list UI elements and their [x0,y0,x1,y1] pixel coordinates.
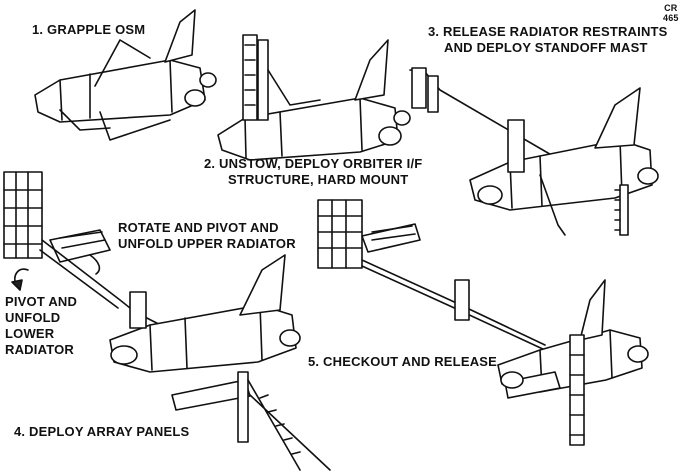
upper-radiator-note-line-2: UNFOLD UPPER RADIATOR [118,236,296,251]
figure-id-line-2: 465 [663,13,679,23]
figure-id-tag: CR 465 [663,3,679,23]
step-3-line-2: AND DEPLOY STANDOFF MAST [444,40,648,55]
upper-radiator-note: ROTATE AND PIVOT AND UNFOLD UPPER RADIAT… [118,220,296,252]
step-2-label: 2. UNSTOW, DEPLOY ORBITER I/F STRUCTURE,… [204,156,422,188]
upper-radiator-note-line-1: ROTATE AND PIVOT AND [118,220,279,235]
step-1-label: 1. GRAPPLE OSM [32,22,146,37]
step-2-line-1: 2. UNSTOW, DEPLOY ORBITER I/F [204,156,423,171]
step-4-label: 4. DEPLOY ARRAY PANELS [14,424,190,439]
step-3-line-1: 3. RELEASE RADIATOR RESTRAINTS [428,24,668,39]
step-3-label: 3. RELEASE RADIATOR RESTRAINTS AND DEPLO… [428,24,668,56]
shuttle-step3-illustration [409,67,659,236]
shuttle-step4-illustration [3,171,331,471]
lower-radiator-note-line-4: RADIATOR [5,342,75,357]
lower-radiator-note-line-1: PIVOT AND [5,294,78,309]
shuttle-step1-illustration [34,9,217,141]
lower-radiator-note-line-3: LOWER [5,326,55,341]
step-5-label: 5. CHECKOUT AND RELEASE [308,354,498,369]
step-2-line-2: STRUCTURE, HARD MOUNT [228,172,409,187]
lower-radiator-note: PIVOT AND UNFOLD LOWER RADIATOR [5,294,77,358]
lower-radiator-note-line-2: UNFOLD [5,310,61,325]
shuttle-step5-illustration [317,199,649,446]
figure-id-line-1: CR [664,3,678,13]
shuttle-step2-illustration [217,34,411,161]
